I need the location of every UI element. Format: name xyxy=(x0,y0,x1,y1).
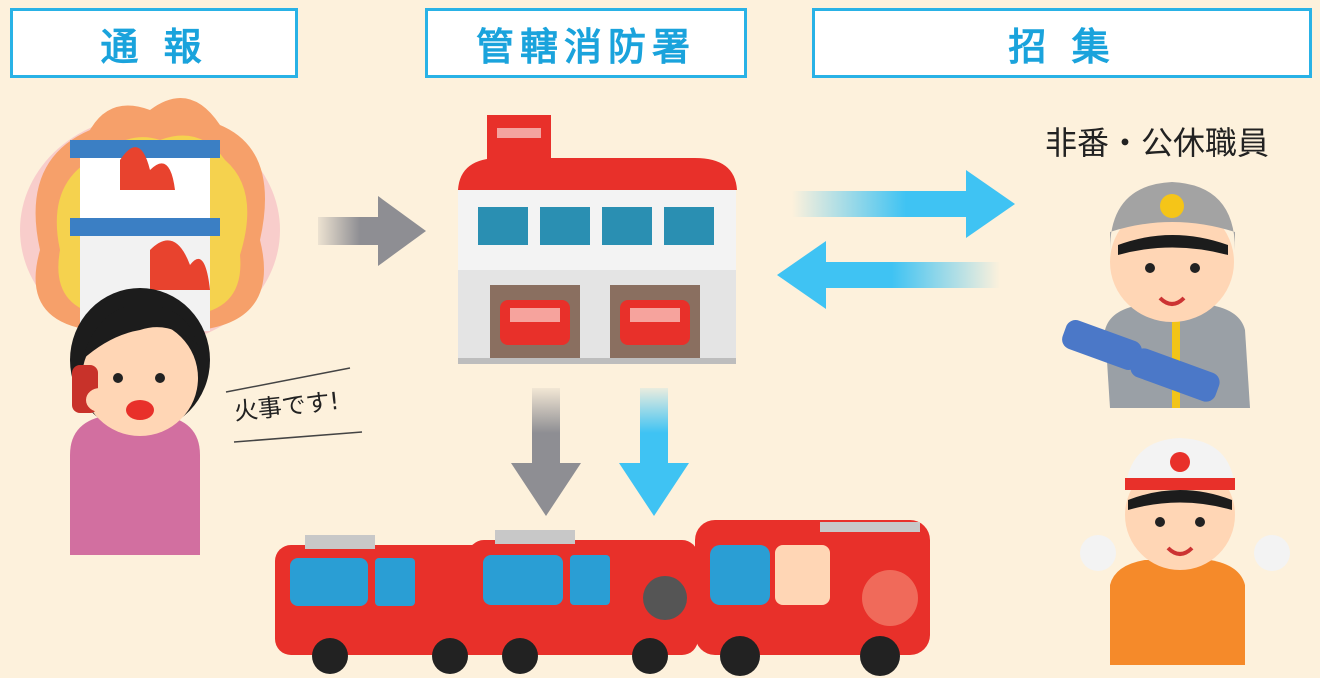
caller-woman-icon xyxy=(70,288,210,555)
fire-station-icon xyxy=(458,115,737,364)
arrow-call-to-staff xyxy=(792,170,1015,238)
header-station-label: 管轄消防署 xyxy=(475,24,696,69)
header-call: 招 集 xyxy=(812,8,1312,78)
fire-truck-2-icon xyxy=(468,530,698,674)
fire-truck-3-icon xyxy=(695,520,930,676)
firefighter-orange-icon xyxy=(1080,438,1290,665)
arrow-staff-to-station xyxy=(777,241,1000,309)
arrow-station-to-trucks-gray xyxy=(511,388,581,516)
header-call-label: 招 集 xyxy=(1008,24,1116,69)
off-duty-staff-text: 非番・公休職員 xyxy=(1045,124,1270,162)
fire-truck-1-icon xyxy=(275,535,500,674)
arrow-station-to-trucks-blue xyxy=(619,388,689,516)
burning-building-icon xyxy=(20,98,280,345)
header-station: 管轄消防署 xyxy=(425,8,747,78)
firefighter-gray-icon xyxy=(1062,182,1250,408)
arrow-report-to-station xyxy=(318,196,426,266)
off-duty-staff-label: 非番・公休職員 xyxy=(1045,118,1269,164)
header-report: 通 報 xyxy=(10,8,298,78)
header-report-label: 通 報 xyxy=(100,24,208,69)
